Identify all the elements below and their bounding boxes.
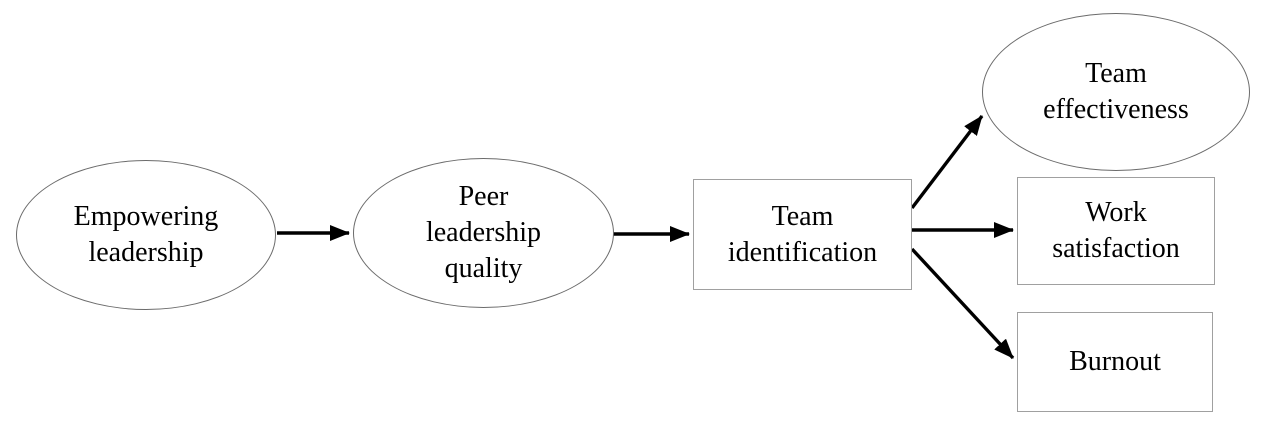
node-label-peer-leadership-quality: Peer leadership quality xyxy=(425,181,542,284)
node-label-team-effectiveness: Team effectiveness xyxy=(1043,58,1189,125)
arrow-teamident-to-teameffect xyxy=(910,114,984,210)
node-team-identification: Team identification xyxy=(693,179,912,290)
node-label-empowering-leadership: Empowering leadership xyxy=(73,201,219,268)
node-work-satisfaction: Work satisfaction xyxy=(1017,177,1215,285)
node-label-burnout: Burnout xyxy=(1069,346,1161,378)
node-empowering-leadership: Empowering leadership xyxy=(16,160,276,310)
node-burnout: Burnout xyxy=(1017,312,1213,412)
node-label-work-satisfaction: Work satisfaction xyxy=(1052,197,1180,264)
node-team-effectiveness: Team effectiveness xyxy=(982,13,1250,171)
node-peer-leadership-quality: Peer leadership quality xyxy=(353,158,614,308)
arrow-teamident-to-burnout xyxy=(910,247,1015,360)
node-label-team-identification: Team identification xyxy=(727,200,878,268)
